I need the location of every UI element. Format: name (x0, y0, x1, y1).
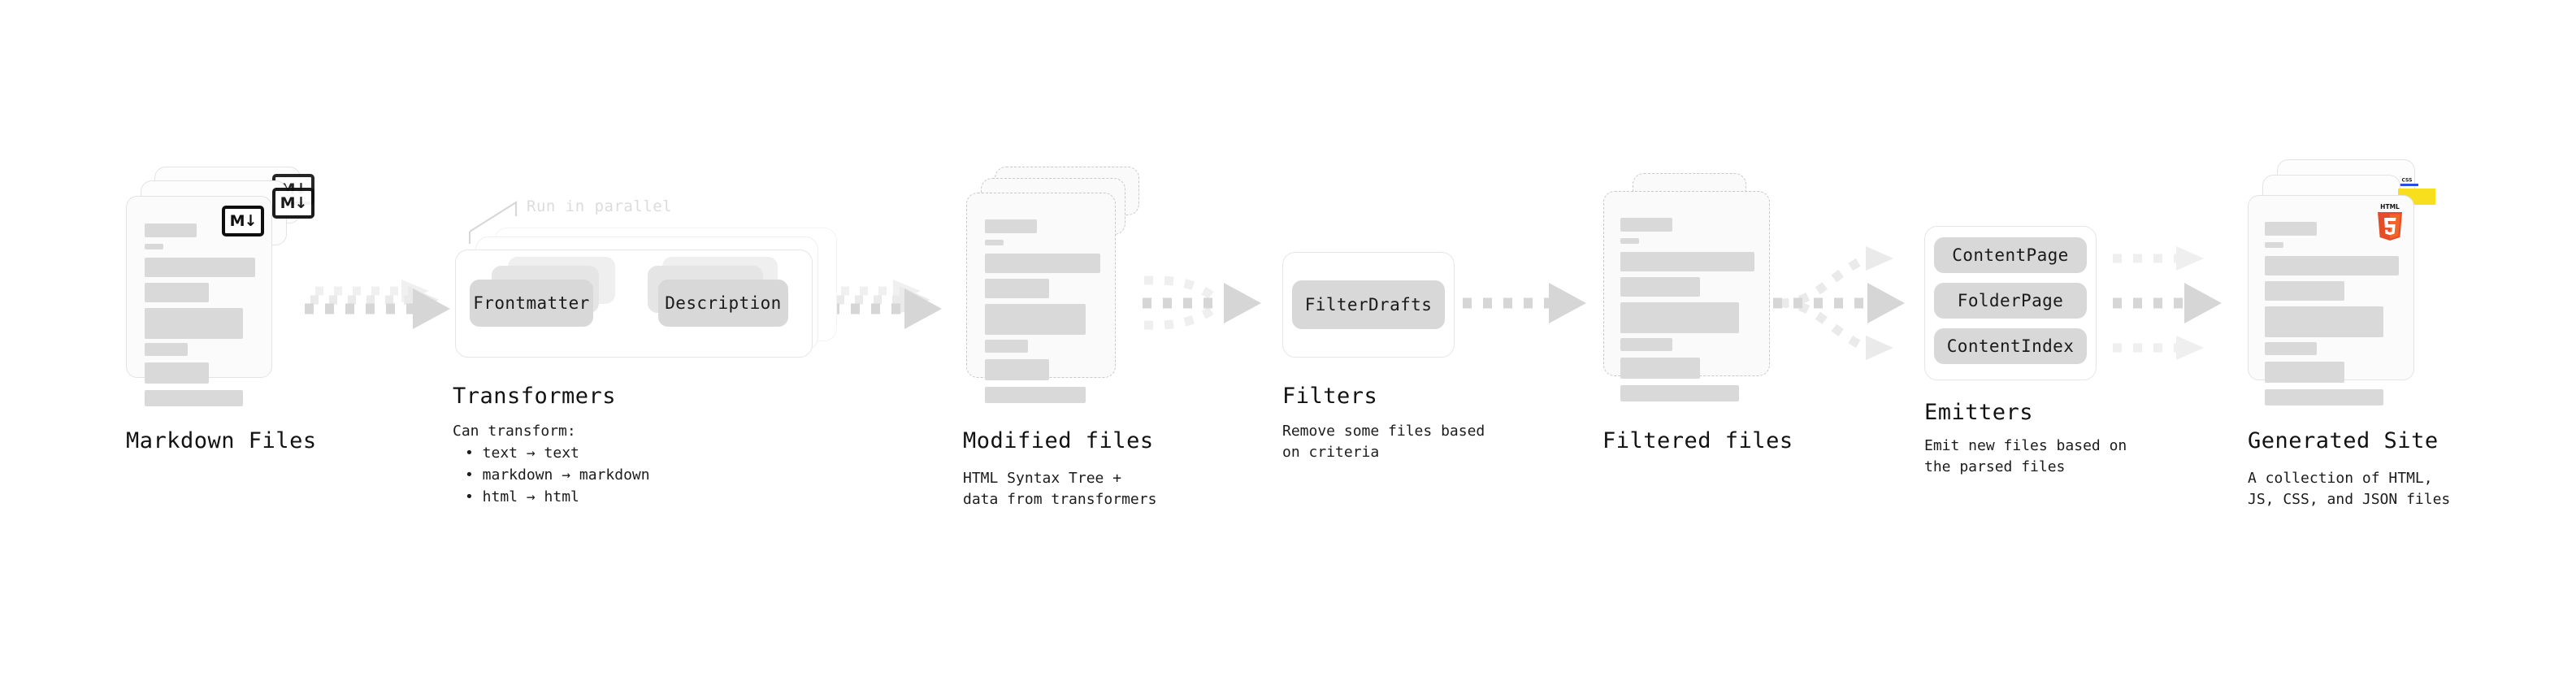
doc-line (1620, 238, 1639, 244)
emitter-chip-folderpage[interactable]: FolderPage (1934, 283, 2087, 319)
transformer-chip-description[interactable]: Description (658, 280, 788, 327)
generated-site-title: Generated Site (2248, 428, 2439, 453)
doc-line (145, 223, 197, 237)
arrow-modified-to-filters (1143, 275, 1261, 330)
transformers-bullet-1: • markdown → markdown (465, 466, 650, 484)
arrow-markdown-to-transformers (305, 280, 450, 329)
doc-line (2265, 306, 2383, 337)
doc-line (1620, 218, 1672, 232)
run-in-parallel-label: Run in parallel (527, 197, 673, 215)
doc-line (985, 240, 1004, 245)
emitter-chip-contentindex[interactable]: ContentIndex (1934, 328, 2087, 364)
doc-line (985, 279, 1049, 298)
doc-line (1620, 385, 1739, 401)
transformers-title: Transformers (453, 384, 617, 409)
markdown-icon-mid: M↓ (272, 188, 314, 219)
generated-site-subtitle: A collection of HTML, JS, CSS, and JSON … (2248, 470, 2451, 509)
transformers-bullet-2: • html → html (465, 488, 579, 505)
doc-line (145, 283, 209, 302)
doc-line (985, 340, 1028, 353)
doc-line (145, 390, 243, 406)
emitters-subtitle: Emit new files based on the parsed files (1924, 437, 2127, 476)
doc-line (2265, 342, 2317, 355)
svg-text:CSS: CSS (2402, 178, 2413, 184)
filters-subtitle: Remove some files based on criteria (1282, 423, 1485, 462)
transformers-subtitle: Can transform: (453, 423, 576, 440)
doc-line (1620, 252, 1754, 271)
filters-title: Filters (1282, 384, 1378, 409)
modified-file-card-front (966, 193, 1116, 403)
modified-files-title: Modified files (963, 428, 1154, 453)
emitter-chip-contentpage[interactable]: ContentPage (1934, 237, 2087, 273)
arrow-filters-to-filtered (1463, 283, 1586, 323)
doc-line (2265, 256, 2399, 275)
doc-line (1620, 277, 1700, 297)
doc-line (985, 304, 1086, 335)
arrow-transformers-to-modified (830, 280, 942, 329)
css3-icon: CSS (2396, 178, 2418, 186)
arrow-filtered-to-emitters (1773, 246, 1905, 360)
html5-icon: HTML (2378, 203, 2402, 241)
doc-line (985, 387, 1086, 403)
doc-line (145, 244, 163, 249)
doc-line (2265, 362, 2344, 383)
doc-line (145, 362, 209, 384)
site-file-card-front (2248, 195, 2414, 406)
arrow-emitters-to-site (2113, 246, 2222, 360)
html5-icon-label: HTML (2380, 203, 2400, 210)
doc-line (985, 359, 1049, 380)
doc-line (2265, 222, 2317, 236)
doc-line (1620, 338, 1672, 351)
doc-line (985, 219, 1037, 233)
markdown-icon: M↓ (222, 206, 264, 236)
modified-files-subtitle: HTML Syntax Tree + data from transformer… (963, 470, 1157, 509)
transformer-chip-frontmatter[interactable]: Frontmatter (470, 280, 593, 327)
doc-line (2265, 281, 2344, 301)
doc-line (145, 258, 255, 277)
filter-chip-filterdrafts[interactable]: FilterDrafts (1292, 280, 1445, 329)
doc-line (2265, 389, 2383, 406)
doc-line (1620, 302, 1739, 333)
doc-line (985, 254, 1100, 273)
doc-line (145, 343, 188, 356)
doc-line (2265, 242, 2283, 248)
doc-line (145, 308, 243, 339)
transformers-bullet-0: • text → text (465, 445, 579, 462)
markdown-files-title: Markdown Files (126, 428, 317, 453)
doc-line (1620, 358, 1700, 379)
filtered-file-card-front (1603, 191, 1770, 401)
emitters-title: Emitters (1924, 400, 2034, 425)
markdown-file-card-front (126, 196, 272, 406)
filtered-files-title: Filtered files (1602, 428, 1793, 453)
